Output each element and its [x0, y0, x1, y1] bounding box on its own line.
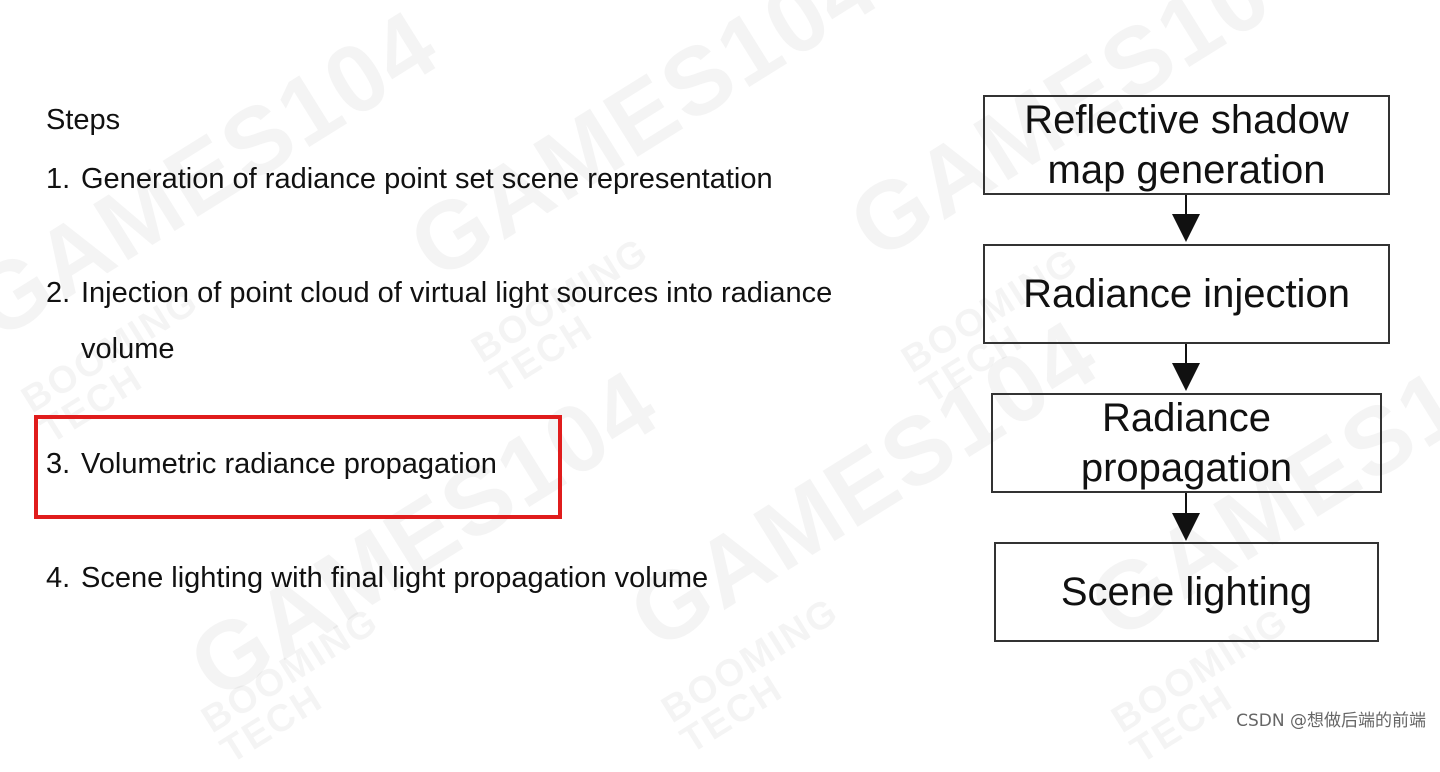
step-text: Generation of radiance point set scene r…	[81, 163, 773, 195]
step-item-4: 4. Scene lighting with final light propag…	[46, 550, 926, 606]
source-credit: CSDN @想做后端的前端	[1236, 711, 1426, 731]
flow-arrow-head	[1172, 363, 1200, 391]
step-number: 4.	[46, 562, 71, 594]
step-item-1: 1. Generation of radiance point set scene…	[46, 151, 926, 207]
flow-box-label: map generation	[1047, 148, 1326, 192]
flow-box-scene-lighting: Scene lighting	[994, 542, 1379, 642]
step-text: Volumetric radiance propagation	[81, 448, 497, 480]
flow-box-label: Radiance	[1101, 396, 1271, 440]
flow-arrow-head	[1172, 214, 1200, 242]
flow-box-label: Radiance injection	[1023, 272, 1350, 316]
flow-box-radiance-propagation: Radiance propagation	[991, 393, 1382, 493]
steps-panel: Steps 1. Generation of radiance point set…	[34, 104, 926, 606]
step-text-continuation: volume	[81, 333, 175, 365]
step-3-highlight-box	[34, 415, 562, 519]
flow-arrow-line	[1185, 344, 1187, 364]
step-text: Scene lighting with final light propagat…	[81, 562, 709, 594]
steps-title: Steps	[46, 104, 121, 136]
step-number: 1.	[46, 163, 71, 195]
flow-box-label: propagation	[1080, 446, 1293, 490]
flow-box-rsm-generation: Reflective shadow map generation	[983, 95, 1390, 195]
step-item-3: 3. Volumetric radiance propagation	[46, 436, 926, 492]
step-number: 2.	[46, 277, 71, 309]
flow-box-label: Scene lighting	[1060, 570, 1313, 614]
flow-arrow-head	[1172, 513, 1200, 541]
flow-arrow-line	[1185, 493, 1187, 513]
flow-box-label: Reflective shadow	[1024, 98, 1349, 142]
step-text: Injection of point cloud of virtual ligh…	[81, 277, 833, 309]
flowchart: Reflective shadow map generation Radiance…	[983, 95, 1390, 642]
flow-box-radiance-injection: Radiance injection	[983, 244, 1390, 344]
flow-arrow-line	[1185, 195, 1187, 215]
step-item-2: 2. Injection of point cloud of virtual li…	[46, 265, 926, 377]
step-number: 3.	[46, 448, 71, 480]
